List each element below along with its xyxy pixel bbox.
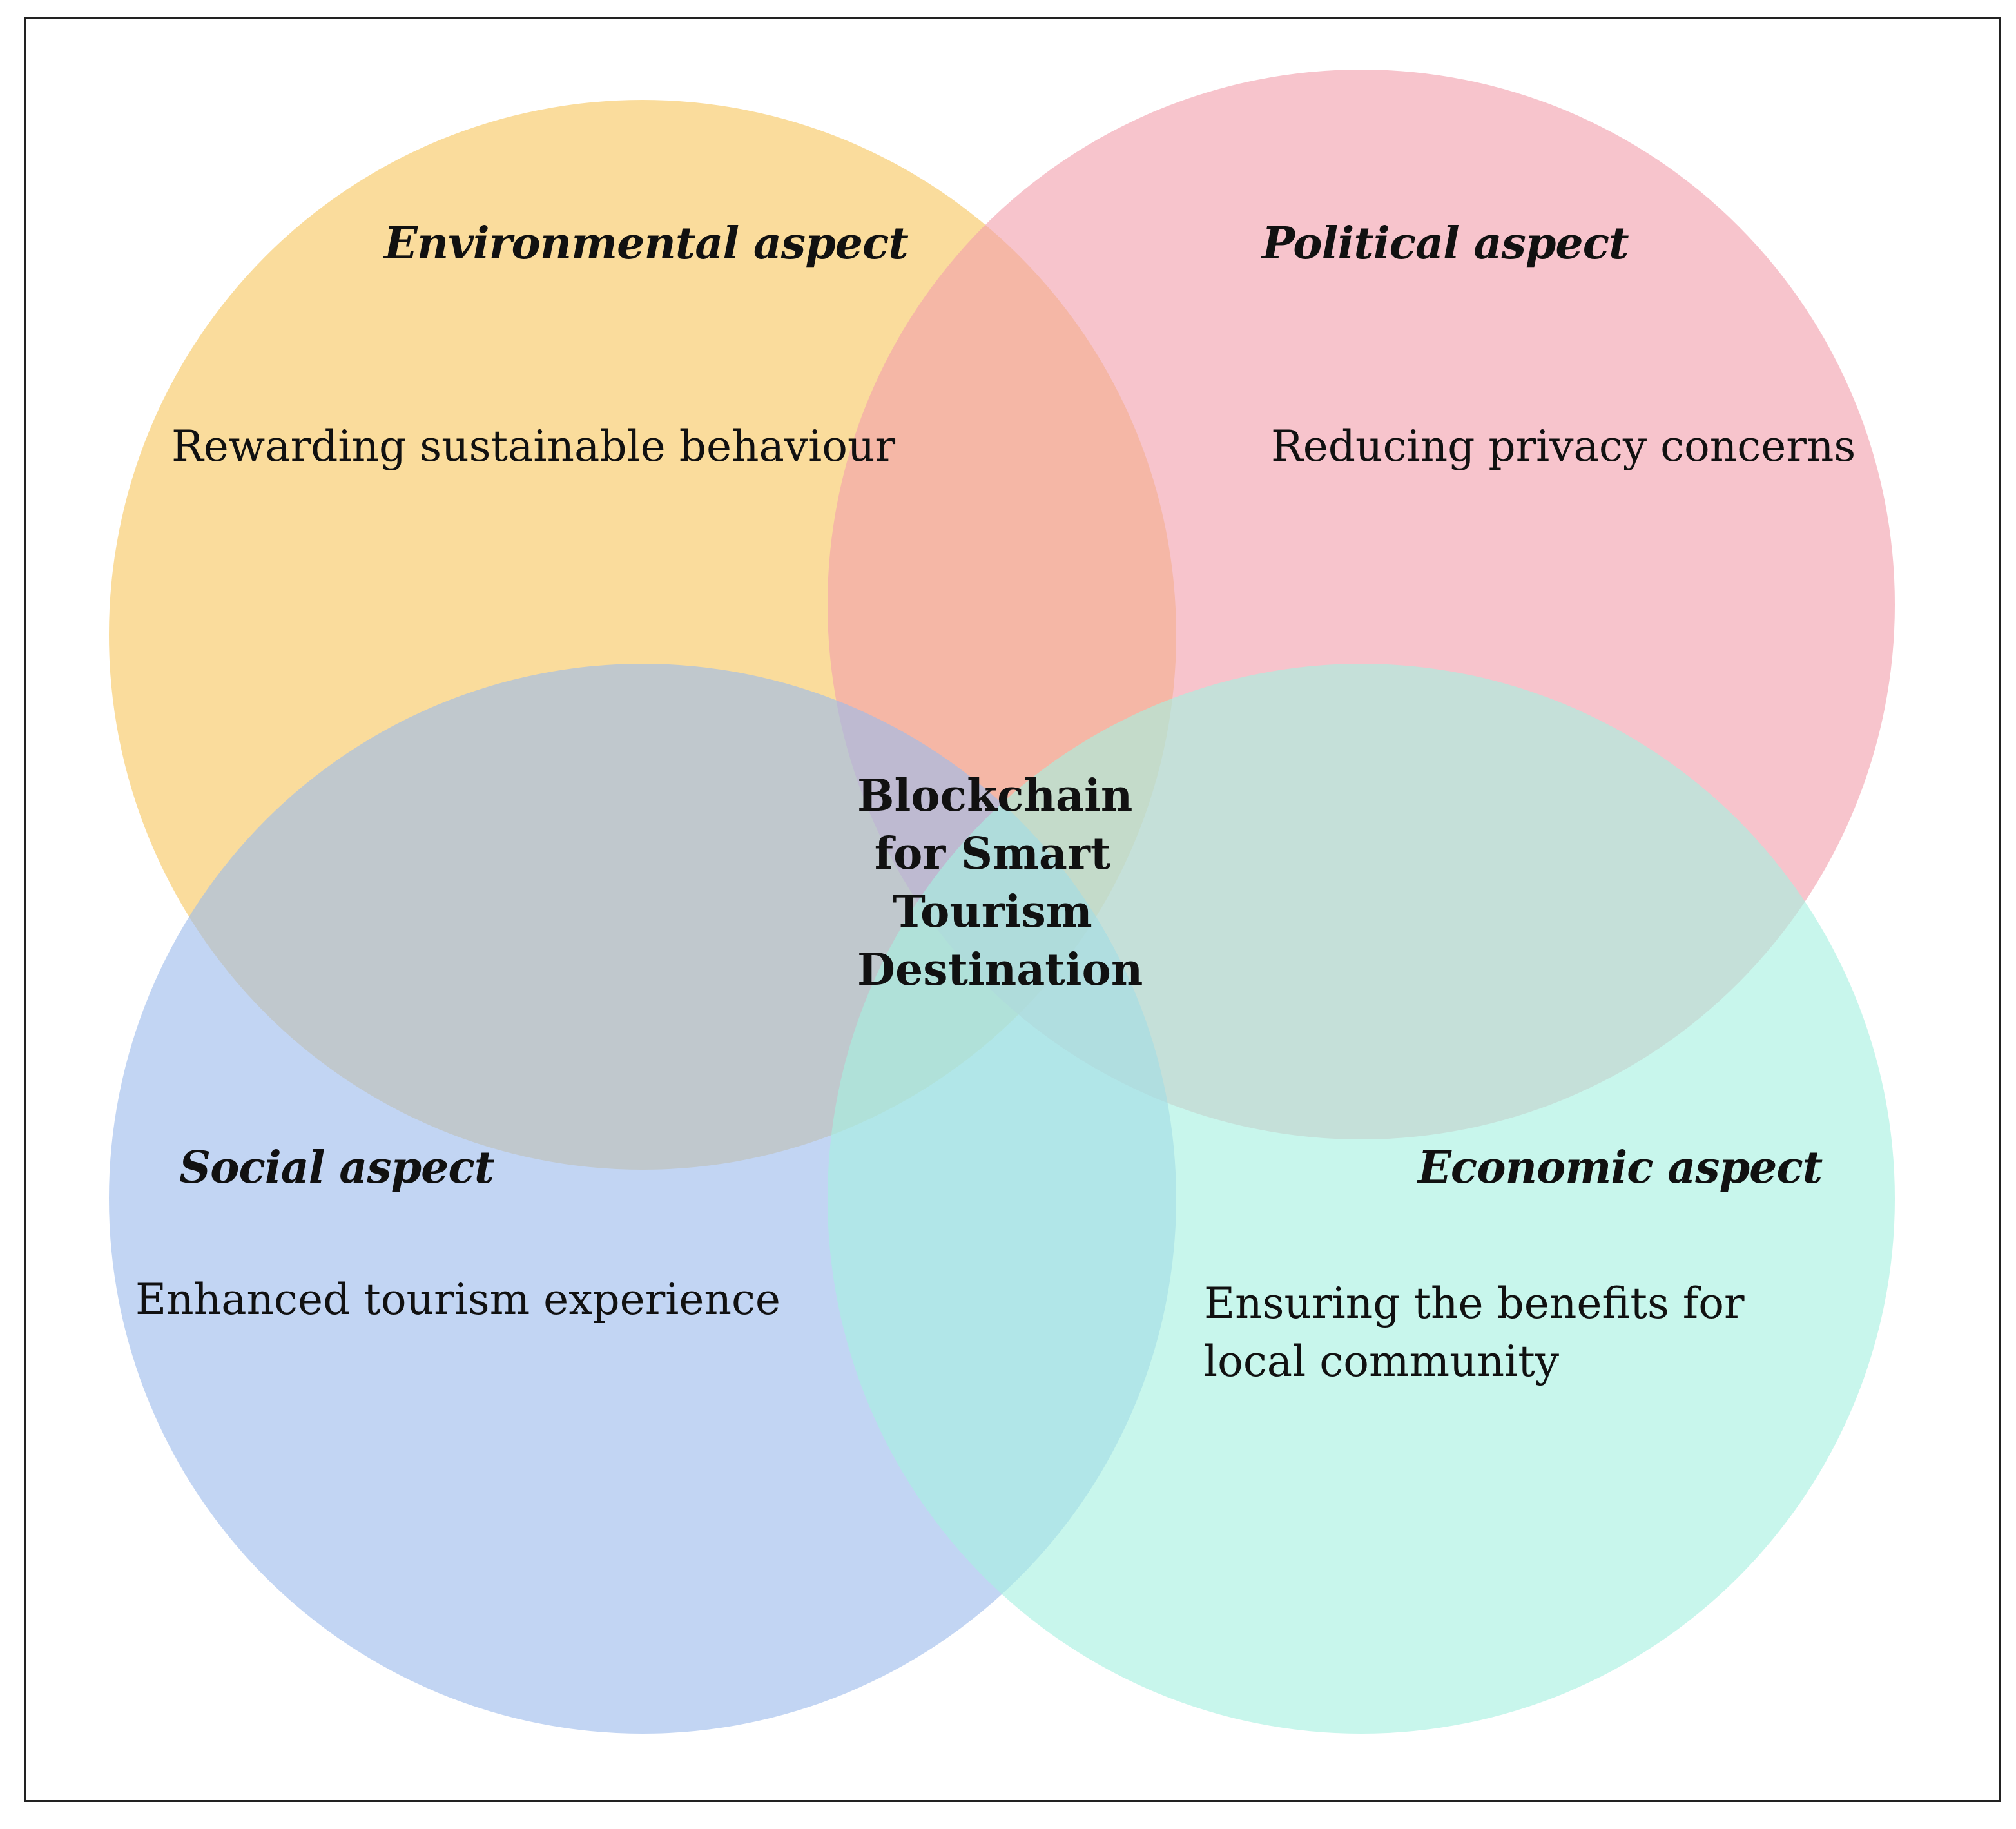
center-label: Blockchain for Smart Tourism Destination [857, 770, 1143, 996]
political-heading: Political aspect [1262, 218, 1629, 269]
economic-heading: Economic aspect [1418, 1142, 1823, 1194]
social-description: Enhanced tourism experience [135, 1275, 780, 1324]
political-description: Reducing privacy concerns [1271, 421, 1856, 471]
social-heading: Social aspect [179, 1142, 494, 1194]
economic-description: Ensuring the benefits for local communit… [1204, 1279, 1745, 1386]
economic-circle [828, 664, 1895, 1734]
environmental-description: Rewarding sustainable behaviour [171, 421, 896, 471]
environmental-heading: Environmental aspect [384, 218, 909, 269]
